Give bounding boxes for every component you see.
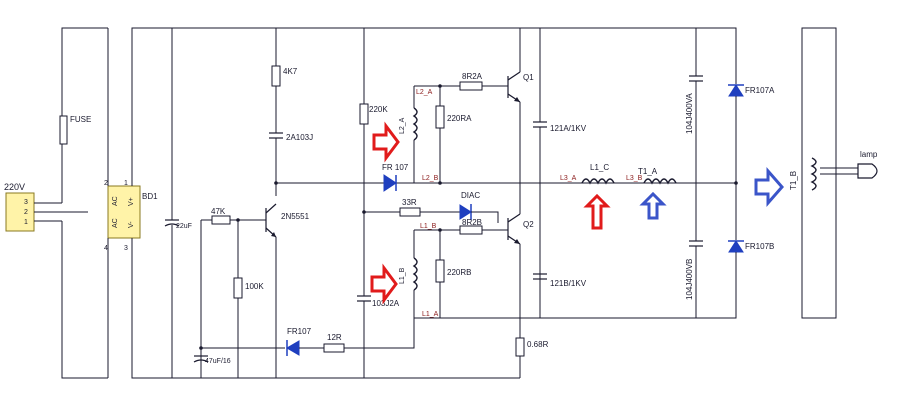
half-bridge: 220K 103J2A FR 107 33R DIAC 8R2A L2_A L2… xyxy=(357,28,696,378)
bridge-pin-ac2: AC xyxy=(112,218,119,228)
resistor-220k xyxy=(359,103,369,125)
q2-label: Q2 xyxy=(523,220,534,229)
bridge-pin-vpos: V+ xyxy=(128,197,135,206)
diac xyxy=(459,204,472,220)
l1c-label: L1_C xyxy=(590,163,609,172)
red-arrow-lower xyxy=(370,263,398,305)
connector-pin-1: 1 xyxy=(24,219,28,226)
inductor-l2a xyxy=(412,107,418,141)
resistor-47k xyxy=(211,215,231,225)
resistor-12r xyxy=(323,343,345,353)
resistor-220rb xyxy=(435,259,445,283)
c-104a-label: 104J400VA xyxy=(685,93,694,134)
inductor-l1c xyxy=(581,178,615,185)
c-input-label: 22uF xyxy=(176,223,192,230)
r-220rb-label: 220RB xyxy=(447,268,471,277)
inductor-t1a xyxy=(643,178,677,185)
bridge-pin-4: 4 xyxy=(104,245,108,252)
inductor-t1b xyxy=(810,157,817,191)
r-33r-label: 33R xyxy=(402,198,417,207)
bridge-pin-3: 3 xyxy=(124,245,128,252)
resistor-33r xyxy=(399,207,421,217)
l1b-coil-label: L1_B xyxy=(399,267,406,284)
diode-fr107-mid xyxy=(383,174,397,192)
d-fr107-mid-label: FR 107 xyxy=(382,163,409,172)
t1a-label: T1_A xyxy=(638,167,658,176)
blue-arrow-up xyxy=(639,191,667,220)
diode-fr107b xyxy=(728,240,744,253)
bridge-pin-2: 2 xyxy=(104,180,108,187)
q1-label: Q1 xyxy=(523,73,534,82)
l1b-net-label: L1_B xyxy=(420,223,437,230)
d-fr107-bottom-label: FR107 xyxy=(287,327,312,336)
q-start-label: 2N5551 xyxy=(281,212,310,221)
c-121a-label: 121A/1KV xyxy=(550,124,587,133)
blue-arrow-right xyxy=(754,167,784,207)
diac-label: DIAC xyxy=(461,191,480,200)
inductor-l1b xyxy=(412,257,418,291)
output-section: L3_A L1_C L3_B T1_A 104J400VA 104J400VB … xyxy=(560,27,878,319)
t1b-label: T1_B xyxy=(789,171,798,190)
resistor-100k xyxy=(233,277,243,299)
start-circuit: 22uF 4K7 2A103J 2N5551 47K 100K 47uF/16 xyxy=(164,28,696,378)
r-4k7-label: 4K7 xyxy=(283,67,298,76)
l3a-net-label: L3_A xyxy=(560,175,577,182)
ac-connector xyxy=(5,192,35,232)
bridge-rectifier xyxy=(107,185,141,239)
bridge-pin-1: 1 xyxy=(124,180,128,187)
r-12r-label: 12R xyxy=(327,333,342,342)
r-8r2a-label: 8R2A xyxy=(462,72,483,81)
d-fr107a-label: FR107A xyxy=(745,86,775,95)
l2a-pin-label: L2_A xyxy=(399,117,406,134)
c-121b-label: 121B/1KV xyxy=(550,279,587,288)
connector-pin-2: 2 xyxy=(24,209,28,216)
resistor-068r xyxy=(515,337,525,357)
resistor-8r2b xyxy=(459,225,483,235)
c-103j2a-label: 103J2A xyxy=(372,299,400,308)
lamp-symbol xyxy=(857,163,878,179)
input-section: 220V 3 2 1 FUSE BD1 AC AC V+ V- 2 1 4 3 xyxy=(4,27,696,379)
l1a-pin-label: L1_A xyxy=(422,311,439,318)
r-220ra-label: 220RA xyxy=(447,114,472,123)
r-8r2b-label: 8R2B xyxy=(462,218,482,227)
r-47k-label: 47K xyxy=(211,207,226,216)
annotation-arrows xyxy=(370,121,784,305)
resistor-4k7 xyxy=(271,65,281,87)
r-068-label: 0.68R xyxy=(527,340,549,349)
diode-fr107a xyxy=(728,84,744,97)
l2b-pin-label: L2_B xyxy=(422,175,439,182)
r-220k-label: 220K xyxy=(369,105,388,114)
resistor-220ra xyxy=(435,105,445,129)
l3b-net-label: L3_B xyxy=(626,175,643,182)
diode-fr107-bottom xyxy=(286,340,300,356)
input-voltage-label: 220V xyxy=(4,182,25,192)
d-fr107b-label: FR107B xyxy=(745,242,774,251)
r-100k-label: 100K xyxy=(245,282,264,291)
connector-pin-3: 3 xyxy=(24,199,28,206)
bridge-pin-vneg: V- xyxy=(128,221,135,228)
c-2a103j-label: 2A103J xyxy=(286,133,313,142)
bridge-pin-ac1: AC xyxy=(112,196,119,206)
c-104b-label: 104J400VB xyxy=(685,259,694,300)
red-arrow-up xyxy=(583,193,611,230)
l2a-net-label: L2_A xyxy=(416,89,433,96)
lamp-label: lamp xyxy=(860,150,878,159)
fuse-label: FUSE xyxy=(70,115,91,124)
bridge-label: BD1 xyxy=(142,192,158,201)
fuse xyxy=(59,115,68,145)
resistor-8r2a xyxy=(459,81,483,91)
c-47uf-label: 47uF/16 xyxy=(205,358,231,365)
red-arrow-upper xyxy=(372,121,400,163)
